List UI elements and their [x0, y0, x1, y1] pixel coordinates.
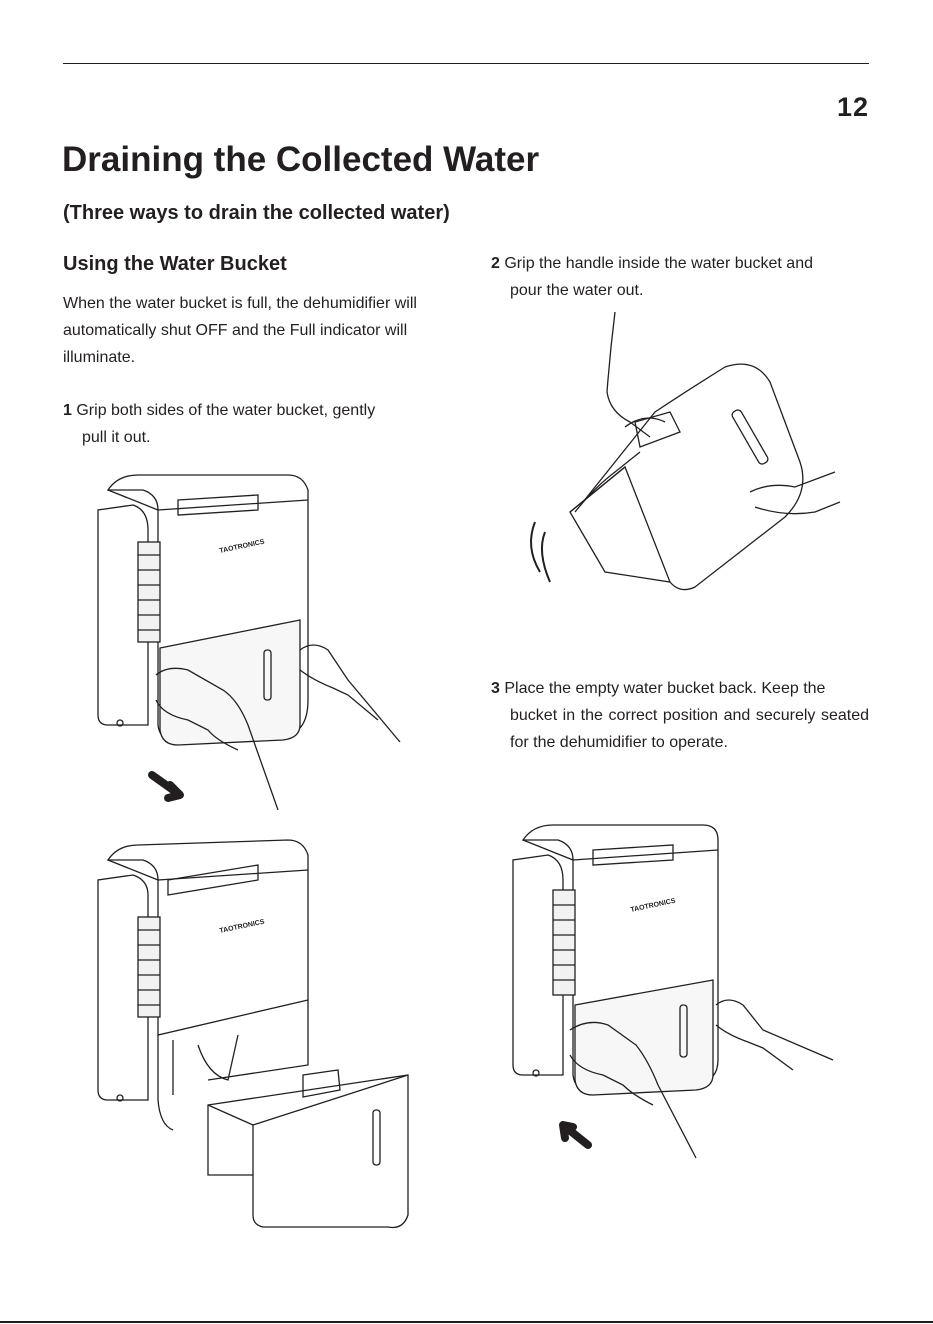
page-title: Draining the Collected Water: [62, 140, 540, 179]
step-3: 3 Place the empty water bucket back. Kee…: [491, 675, 869, 756]
header-rule: [63, 63, 869, 64]
step-2: 2 Grip the handle inside the water bucke…: [491, 250, 869, 304]
page-number: 12: [836, 92, 869, 122]
step-2-rest: pour the water out.: [510, 282, 644, 299]
step-2-first-line: Grip the handle inside the water bucket …: [504, 255, 813, 272]
step-1-first-line: Grip both sides of the water bucket, gen…: [76, 402, 376, 419]
illustration-pour-water: [515, 312, 845, 602]
step-2-number: 2: [491, 255, 500, 272]
intro-paragraph: When the water bucket is full, the dehum…: [63, 295, 417, 366]
section-heading: Using the Water Bucket: [63, 253, 287, 275]
illustration-push-bucket: TAOTRONICS: [508, 820, 868, 1165]
step-1-number: 1: [63, 402, 72, 419]
illustration-bucket-removed: TAOTRONICS: [88, 835, 418, 1235]
footer-rule: [0, 1321, 933, 1323]
step-3-number: 3: [491, 680, 500, 697]
step-3-rest: bucket in the correct position and secur…: [510, 707, 869, 751]
step-1: 1 Grip both sides of the water bucket, g…: [63, 397, 441, 451]
step-1-rest: pull it out.: [82, 429, 151, 446]
illustration-pull-bucket: TAOTRONICS: [88, 470, 418, 810]
page-subtitle: (Three ways to drain the collected water…: [63, 202, 450, 224]
step-3-first-line: Place the empty water bucket back. Keep …: [504, 680, 826, 697]
